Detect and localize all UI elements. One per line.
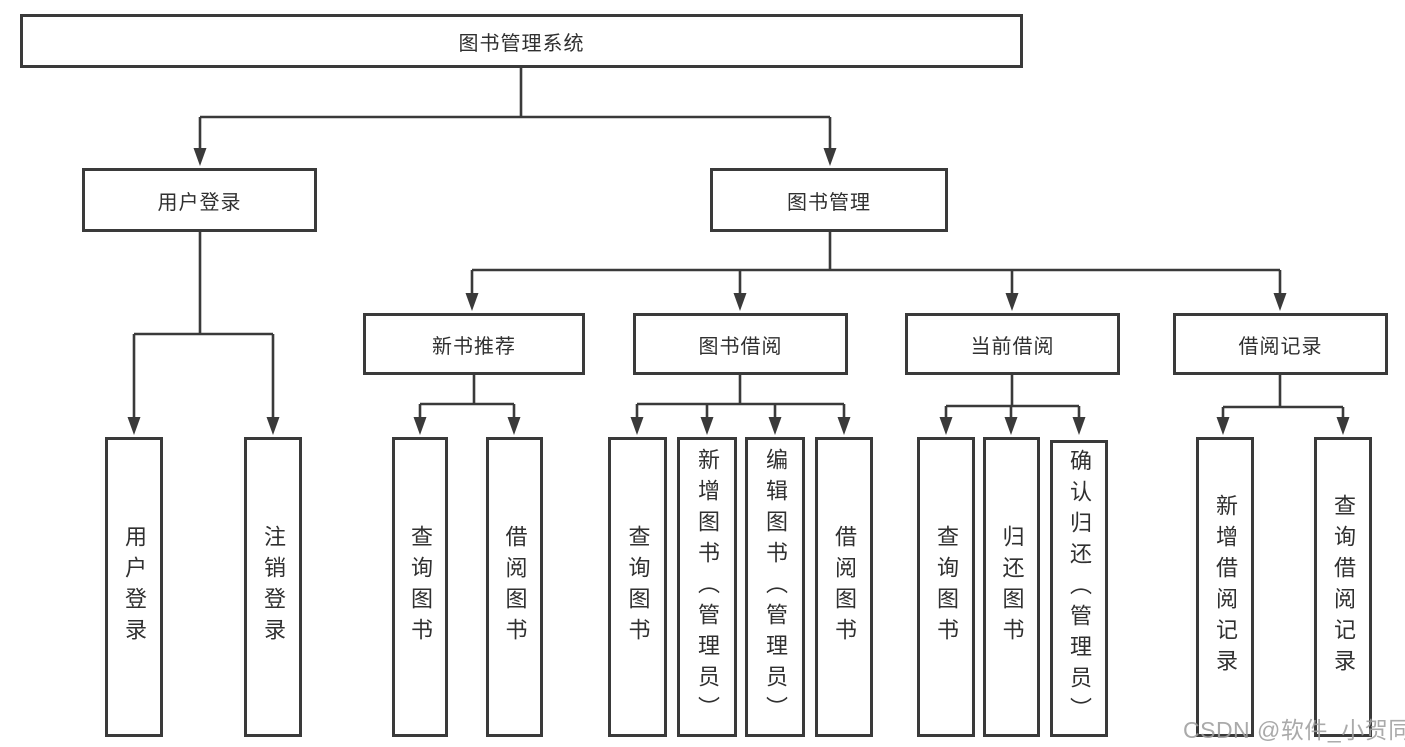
node-borrow-records: 借阅记录 [1173,313,1388,375]
csdn-watermark: CSDN @软件_小贺同学 [1183,717,1405,743]
leaf-user-login: 用户登录 [105,437,163,737]
node-user-login-label: 用户登录 [157,191,242,214]
leaf-logout-label: 注销登录 [261,525,286,649]
leaf-bb-edit-books-admin: 编辑图书（管理员） [745,437,805,737]
leaf-rec-borrow-books: 借阅图书 [486,437,543,737]
leaf-bb-borrow-books-label: 借阅图书 [832,525,857,649]
leaf-cb-confirm-return-admin-label: 确认归还（管理员） [1067,449,1092,728]
leaf-br-add-record: 新增借阅记录 [1196,437,1254,737]
leaf-rec-query-books: 查询图书 [392,437,448,737]
node-user-login: 用户登录 [82,168,317,232]
leaf-br-add-record-label: 新增借阅记录 [1213,494,1238,680]
node-book-borrow: 图书借阅 [633,313,848,375]
leaf-bb-query-books: 查询图书 [608,437,667,737]
node-root-label: 图书管理系统 [458,32,585,55]
node-book-management-label: 图书管理 [787,191,871,214]
leaf-bb-borrow-books: 借阅图书 [815,437,873,737]
node-borrow-records-label: 借阅记录 [1238,335,1323,358]
node-root-library-system: 图书管理系统 [20,14,1023,68]
node-book-management: 图书管理 [710,168,948,232]
node-new-book-recommend: 新书推荐 [363,313,585,375]
leaf-rec-borrow-books-label: 借阅图书 [502,525,528,649]
leaf-bb-query-books-label: 查询图书 [625,525,651,649]
node-new-book-recommend-label: 新书推荐 [432,335,516,358]
leaf-br-query-record-label: 查询借阅记录 [1331,494,1356,680]
leaf-bb-edit-books-admin-label: 编辑图书（管理员） [763,447,788,727]
arrowheads [127,148,1350,435]
leaf-br-query-record: 查询借阅记录 [1314,437,1372,737]
leaf-bb-add-books-admin-label: 新增图书（管理员） [695,447,720,727]
leaf-rec-query-books-label: 查询图书 [408,525,433,649]
leaf-cb-confirm-return-admin: 确认归还（管理员） [1050,440,1108,737]
node-current-borrow: 当前借阅 [905,313,1120,375]
leaf-logout: 注销登录 [244,437,302,737]
node-current-borrow-label: 当前借阅 [970,335,1055,358]
leaf-cb-return-books-label: 归还图书 [999,525,1025,649]
leaf-bb-add-books-admin: 新增图书（管理员） [677,437,737,737]
node-book-borrow-label: 图书借阅 [698,335,783,358]
leaf-cb-query-books: 查询图书 [917,437,975,737]
leaf-cb-return-books: 归还图书 [983,437,1040,737]
leaf-user-login-label: 用户登录 [122,525,147,649]
leaf-cb-query-books-label: 查询图书 [934,525,959,649]
